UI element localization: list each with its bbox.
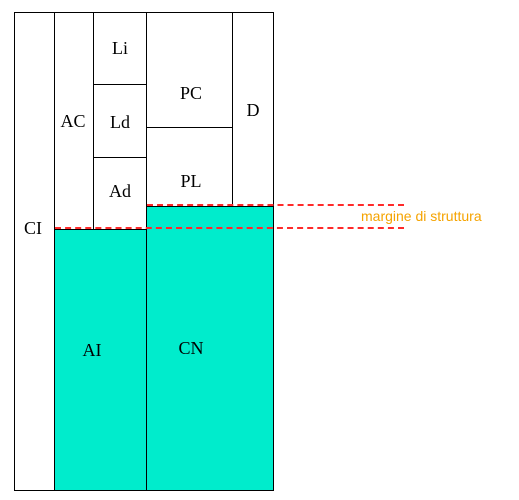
ac-label: AC (60, 111, 86, 131)
pc-block (146, 12, 233, 128)
ci-label: CI (24, 218, 42, 238)
li-block (93, 12, 147, 85)
d-block (232, 12, 274, 207)
margin-line-lower (55, 227, 404, 229)
margin-line-upper (147, 204, 404, 206)
pl-label: PL (180, 171, 202, 191)
margin-annotation: margine di struttura (361, 208, 482, 224)
li-label: Li (112, 38, 128, 58)
cn-block (146, 206, 274, 491)
ld-label: Ld (110, 112, 130, 132)
ai-block (54, 229, 147, 491)
ai-label: AI (82, 340, 102, 360)
cn-label: CN (178, 338, 204, 358)
ad-block (93, 157, 147, 230)
pl-block (146, 127, 233, 207)
ci-block (14, 12, 55, 491)
ac-block (54, 12, 94, 230)
ad-label: Ad (109, 181, 131, 201)
d-label: D (246, 100, 260, 120)
pc-label: PC (179, 83, 203, 103)
